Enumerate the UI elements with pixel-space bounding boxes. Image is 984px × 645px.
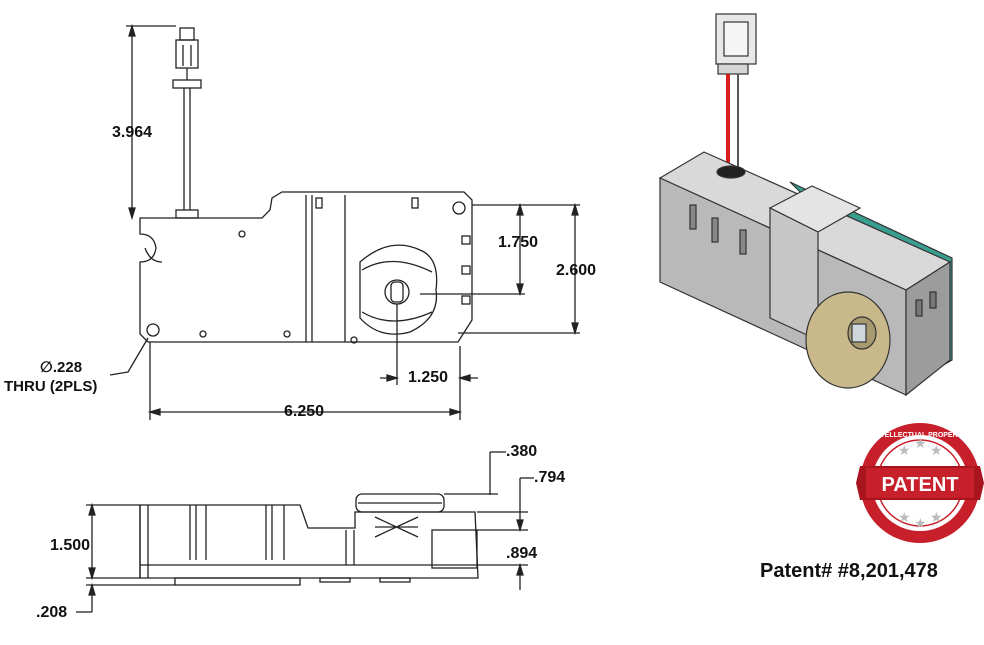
patent-number: Patent# #8,201,478 (760, 560, 938, 582)
dim-top-height: 3.964 (112, 124, 153, 141)
knob-shaft (384, 279, 410, 305)
iso-right-face (905, 260, 951, 397)
svg-text:★: ★ (930, 509, 943, 525)
dim-mount-hole-offset: 1.750 (498, 234, 539, 251)
mount-hole-top-right (452, 201, 466, 215)
dim-hole-thru: THRU (2PLS) (4, 378, 98, 395)
dim-hole-diameter: ∅.228 (40, 359, 83, 376)
dim-side-top: .380 (506, 443, 538, 460)
connector-body (175, 39, 199, 69)
patent-word: PATENT (881, 474, 958, 496)
patent-ring-text: INTELLECTUAL PROPERTY (873, 432, 967, 439)
patent-badge: ★ ★ ★ ★ ★ ★ PATENT INTELLECTUAL PROPERTY (856, 423, 984, 543)
dim-overall-length: 6.250 (284, 403, 325, 420)
iso-knob (805, 291, 891, 389)
top-view-drawing (109, 23, 580, 420)
iso-render (658, 13, 953, 397)
dim-body-height: 2.600 (556, 262, 597, 279)
patent-ribbon (866, 468, 974, 498)
svg-text:★: ★ (914, 515, 927, 531)
connector-flange (172, 79, 202, 89)
dim-hole-spacing: 1.250 (408, 369, 449, 386)
dim-side-height: 1.500 (50, 537, 91, 554)
side-view-drawing (76, 451, 534, 613)
connector-top (179, 27, 195, 41)
dim-side-lower: .894 (506, 545, 538, 562)
side-spring (374, 516, 419, 538)
dim-side-upper: .794 (534, 469, 566, 486)
svg-text:★: ★ (914, 435, 927, 451)
dim-side-base: .208 (36, 604, 68, 621)
svg-text:★: ★ (898, 509, 911, 525)
side-view-outline (139, 504, 479, 579)
svg-text:★: ★ (930, 442, 943, 458)
mount-hole-bottom-left (146, 323, 160, 337)
base-plate (174, 577, 301, 586)
knob-outline (359, 244, 438, 335)
svg-text:★: ★ (898, 442, 911, 458)
side-knob (355, 493, 445, 513)
